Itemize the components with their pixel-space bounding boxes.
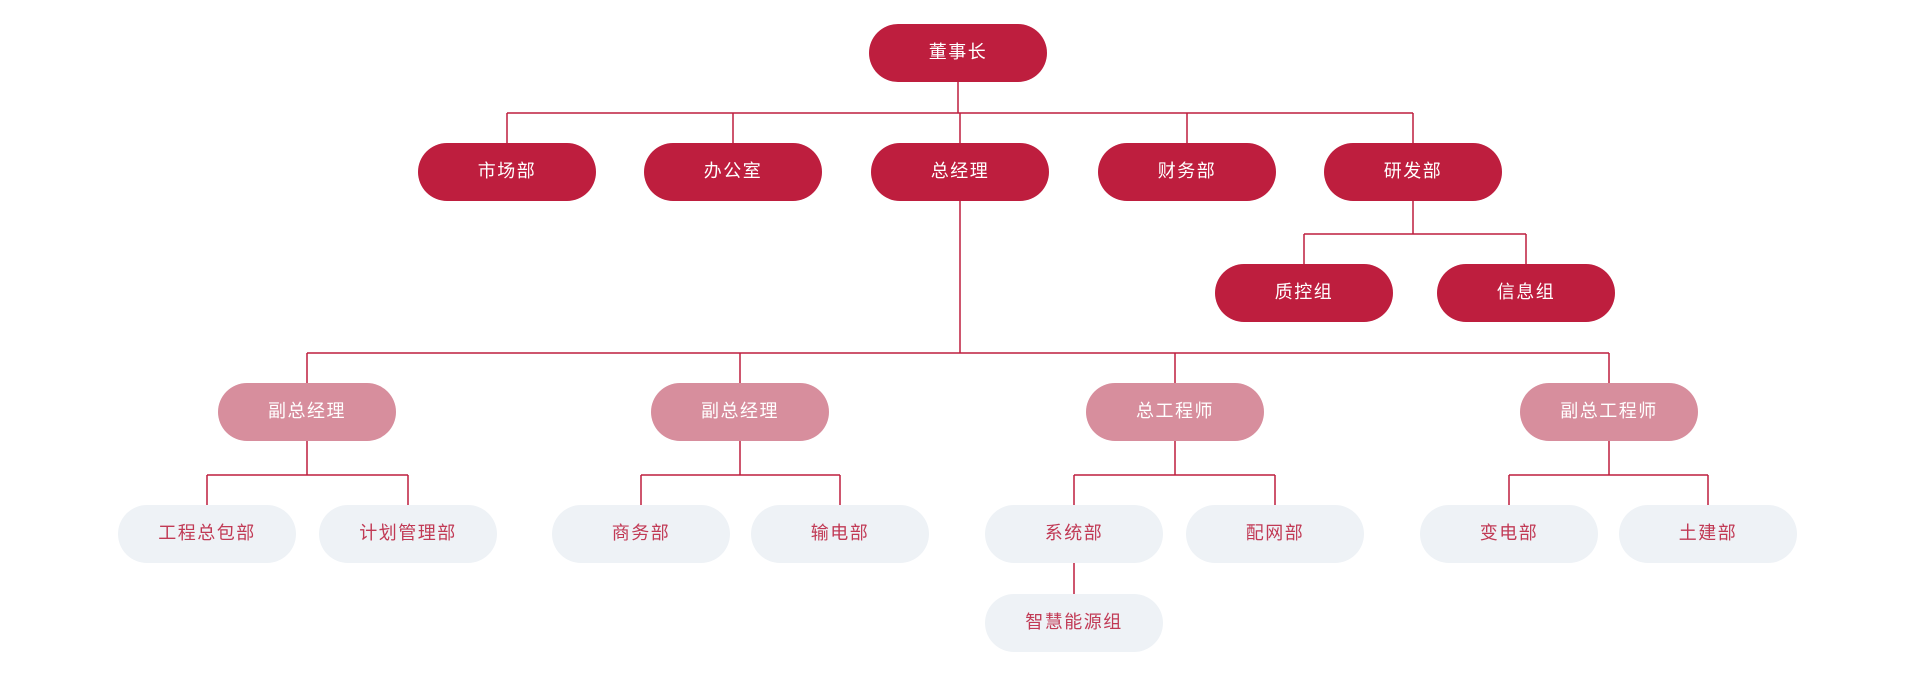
org-node-qc: 质控组 — [1215, 264, 1393, 322]
org-node-label: 总经理 — [930, 161, 990, 182]
org-node-label: 质控组 — [1274, 282, 1334, 303]
org-node-chairman: 董事长 — [869, 24, 1047, 82]
org-node-smart-energy: 智慧能源组 — [985, 594, 1163, 652]
org-node-label: 系统部 — [1044, 523, 1104, 544]
org-node-dgm2: 副总经理 — [651, 383, 829, 441]
org-node-label: 计划管理部 — [359, 523, 457, 544]
org-node-label: 配网部 — [1245, 523, 1305, 544]
org-node-label: 董事长 — [928, 42, 988, 63]
org-node-label: 土建部 — [1678, 523, 1738, 544]
org-node-label: 副总经理 — [268, 401, 346, 422]
org-node-label: 财务部 — [1157, 161, 1217, 182]
org-node-epc: 工程总包部 — [118, 505, 296, 563]
org-node-label: 副总经理 — [701, 401, 779, 422]
org-node-label: 商务部 — [611, 523, 671, 544]
org-node-civil: 土建部 — [1619, 505, 1797, 563]
org-node-marketing: 市场部 — [418, 143, 596, 201]
org-node-gm: 总经理 — [871, 143, 1049, 201]
org-node-label: 智慧能源组 — [1025, 612, 1123, 633]
org-node-finance: 财务部 — [1098, 143, 1276, 201]
org-node-label: 信息组 — [1496, 282, 1556, 303]
org-node-dep-chief-eng: 副总工程师 — [1520, 383, 1698, 441]
org-node-label: 输电部 — [810, 523, 870, 544]
org-node-label: 办公室 — [703, 161, 763, 182]
org-node-transmission: 输电部 — [751, 505, 929, 563]
org-node-label: 工程总包部 — [158, 523, 256, 544]
org-node-distribution: 配网部 — [1186, 505, 1364, 563]
org-node-business: 商务部 — [552, 505, 730, 563]
org-node-label: 市场部 — [477, 161, 537, 182]
org-node-chief-eng: 总工程师 — [1086, 383, 1264, 441]
org-node-label: 变电部 — [1479, 523, 1539, 544]
org-node-label: 总工程师 — [1136, 401, 1214, 422]
org-node-planning: 计划管理部 — [319, 505, 497, 563]
org-node-office: 办公室 — [644, 143, 822, 201]
org-node-label: 副总工程师 — [1560, 401, 1658, 422]
org-node-substation: 变电部 — [1420, 505, 1598, 563]
org-node-info: 信息组 — [1437, 264, 1615, 322]
org-node-label: 研发部 — [1383, 161, 1443, 182]
org-node-dgm1: 副总经理 — [218, 383, 396, 441]
org-node-system: 系统部 — [985, 505, 1163, 563]
org-node-rnd: 研发部 — [1324, 143, 1502, 201]
